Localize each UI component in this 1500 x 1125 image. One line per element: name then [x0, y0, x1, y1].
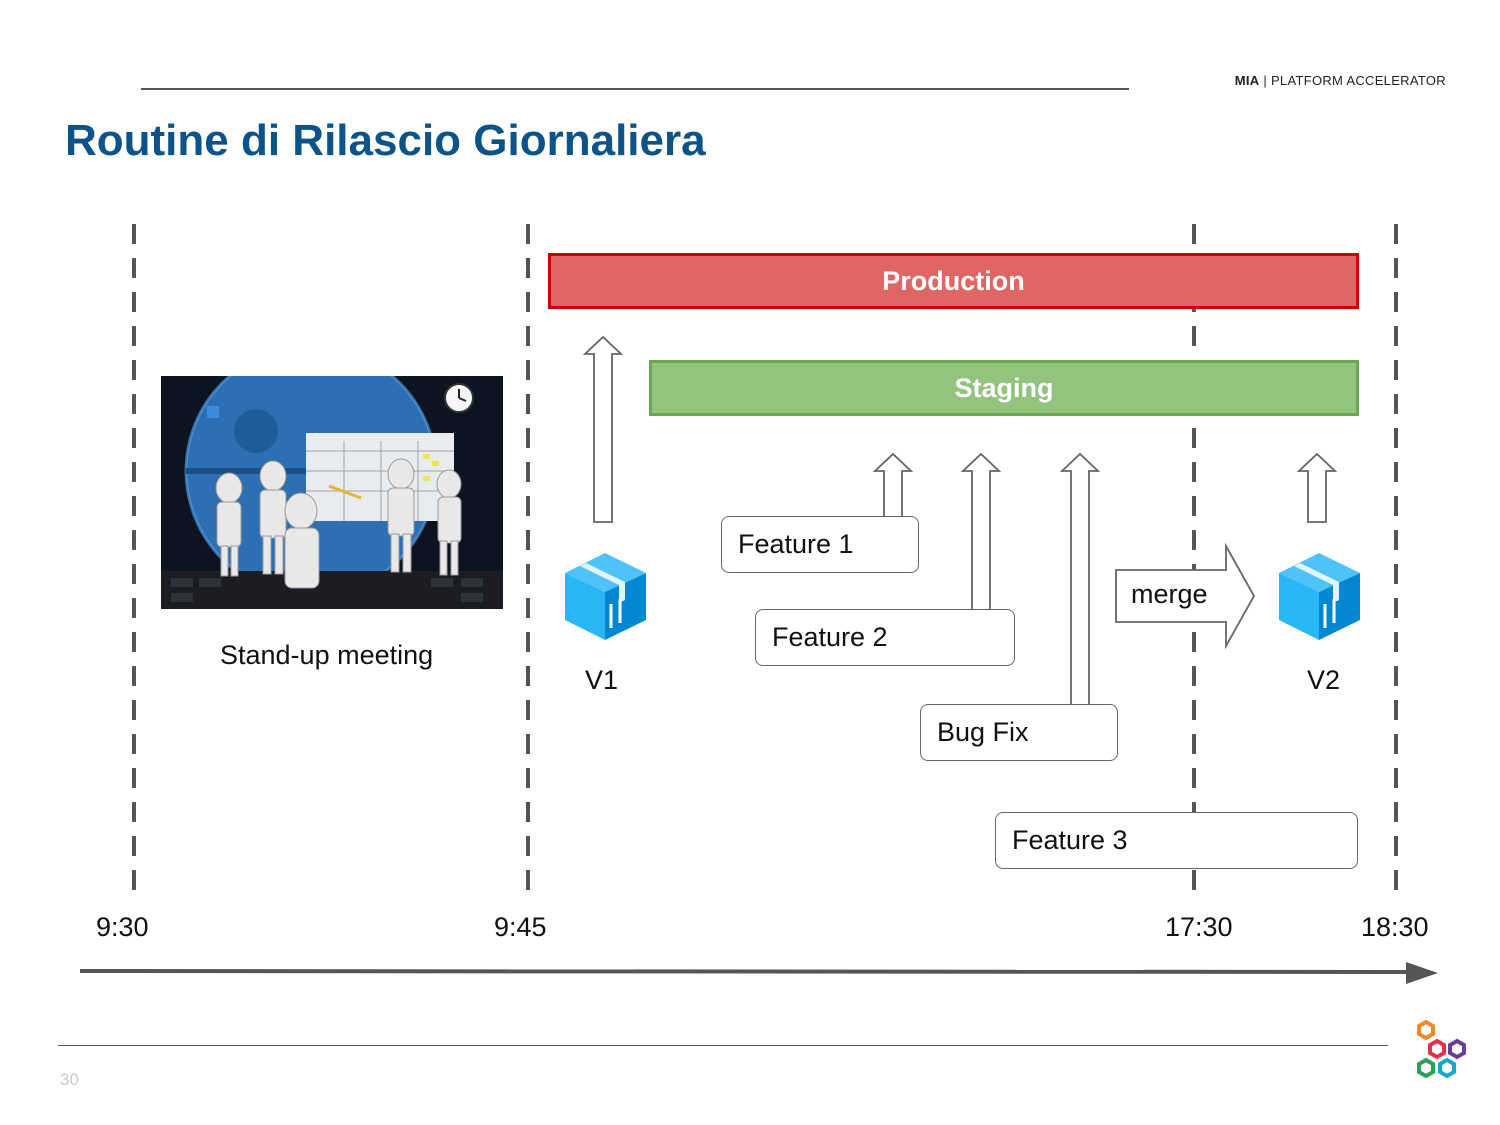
bug-fix-label: Bug Fix — [937, 717, 1029, 747]
v2-label: V2 — [1307, 665, 1341, 695]
time-label-0945: 9:45 — [494, 912, 547, 942]
package-icon-v2 — [1279, 553, 1360, 640]
time-label-0930: 9:30 — [96, 912, 149, 942]
time-label-1730: 17:30 — [1165, 912, 1233, 942]
page-title: Routine di Rilascio Giornaliera — [65, 116, 706, 165]
feature-2-label: Feature 2 — [772, 622, 888, 652]
package-icon-v1 — [565, 553, 646, 640]
staging-bar: Staging — [649, 360, 1359, 416]
deploy-arrow-v2 — [1296, 452, 1338, 523]
standup-photo — [161, 376, 503, 609]
merge-label: merge — [1131, 579, 1208, 609]
bug-fix-box: Bug Fix — [920, 704, 1118, 761]
v1-label: V1 — [585, 665, 619, 695]
brand-rest: | PLATFORM ACCELERATOR — [1259, 73, 1446, 88]
production-bar: Production — [548, 253, 1359, 309]
top-divider — [141, 88, 1129, 90]
deploy-arrow-v1 — [582, 335, 624, 523]
standup-label: Stand-up meeting — [220, 640, 434, 670]
timeline-axis — [79, 969, 1413, 974]
brand-tag: MIA | PLATFORM ACCELERATOR — [1235, 73, 1446, 88]
feature-1-label: Feature 1 — [738, 529, 854, 559]
promote-arrow-bug-fix — [1059, 452, 1101, 729]
time-label-1830: 18:30 — [1361, 912, 1429, 942]
feature-3-label: Feature 3 — [1012, 825, 1128, 855]
timeline-arrowhead — [1406, 962, 1438, 984]
page-number: 30 — [60, 1070, 79, 1089]
mia-logo-icon — [1417, 1019, 1466, 1079]
bottom-divider — [58, 1045, 1388, 1046]
feature-1-box: Feature 1 — [721, 516, 919, 573]
feature-2-box: Feature 2 — [755, 609, 1015, 666]
brand-bold: MIA — [1234, 73, 1260, 88]
merge-arrow — [1115, 542, 1256, 650]
feature-3-box: Feature 3 — [995, 812, 1358, 869]
promote-arrow-feature-2 — [960, 452, 1002, 632]
